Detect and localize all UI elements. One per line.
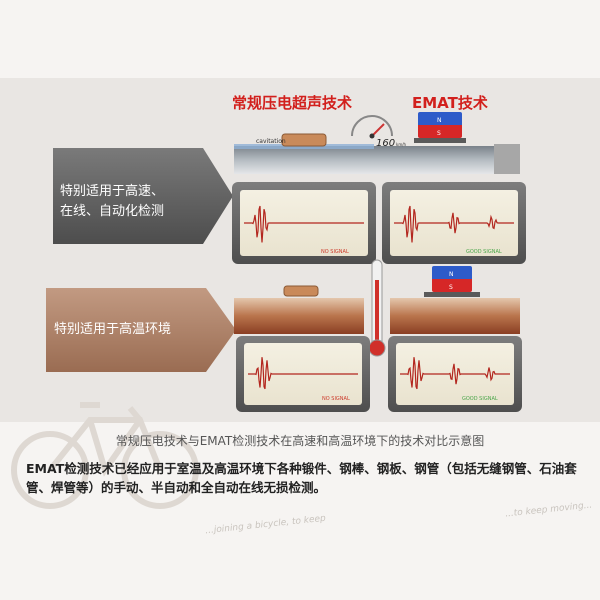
svg-text:S: S [437,130,441,137]
watermark-text-2: ...to keep moving... [504,500,593,520]
signal-label-bottom-right: GOOD SIGNAL [462,396,498,402]
thermometer-icon [368,259,386,357]
bicycle-icon [11,402,199,509]
figure-caption: 常规压电技术与EMAT检测技术在高速和高温环境下的技术对比示意图 [115,434,485,448]
signal-label-bottom-left: NO SIGNAL [322,396,350,402]
speedometer-icon [351,115,393,139]
signal-label-top-right: GOOD SIGNAL [466,249,502,255]
speed-unit: km/h [396,142,407,147]
scope-bottom-left: NO SIGNAL [236,336,370,412]
signal-label-top-left: NO SIGNAL [321,249,349,255]
arrow-high-speed-line1: 特别适用于高速、 [60,184,165,199]
emat-title: EMAT技术 [412,94,488,112]
scope-top-left: NO SIGNAL [232,182,376,264]
arrow-high-temp [46,288,236,372]
cavitation-label: cavitation [256,138,286,145]
scope-bottom-right: GOOD SIGNAL [388,336,522,412]
scope-top-right: GOOD SIGNAL [382,182,526,264]
magnet-icon-top: N S [414,112,466,143]
arrow-high-speed-line2: 在线、自动化检测 [60,204,165,219]
magnet-icon-bottom: N S [424,266,480,297]
speed-readout: 160 [376,138,395,149]
svg-text:N: N [437,117,442,124]
arrow-high-speed [53,148,233,244]
description-paragraph: EMAT检测技术已经应用于室温及高温环境下各种锻件、钢棒、钢板、钢管（包括无缝钢… [26,461,577,495]
svg-text:S: S [449,284,453,291]
arrow-high-temp-label: 特别适用于高温环境 [54,322,172,337]
watermark-text: ...joining a bicycle, to keep [204,513,327,537]
svg-text:N: N [449,271,454,278]
comparison-figure: cavitation 160 km/h N S NO SIGNAL GOOD S… [232,112,526,412]
conventional-title: 常规压电超声技术 [232,94,353,112]
